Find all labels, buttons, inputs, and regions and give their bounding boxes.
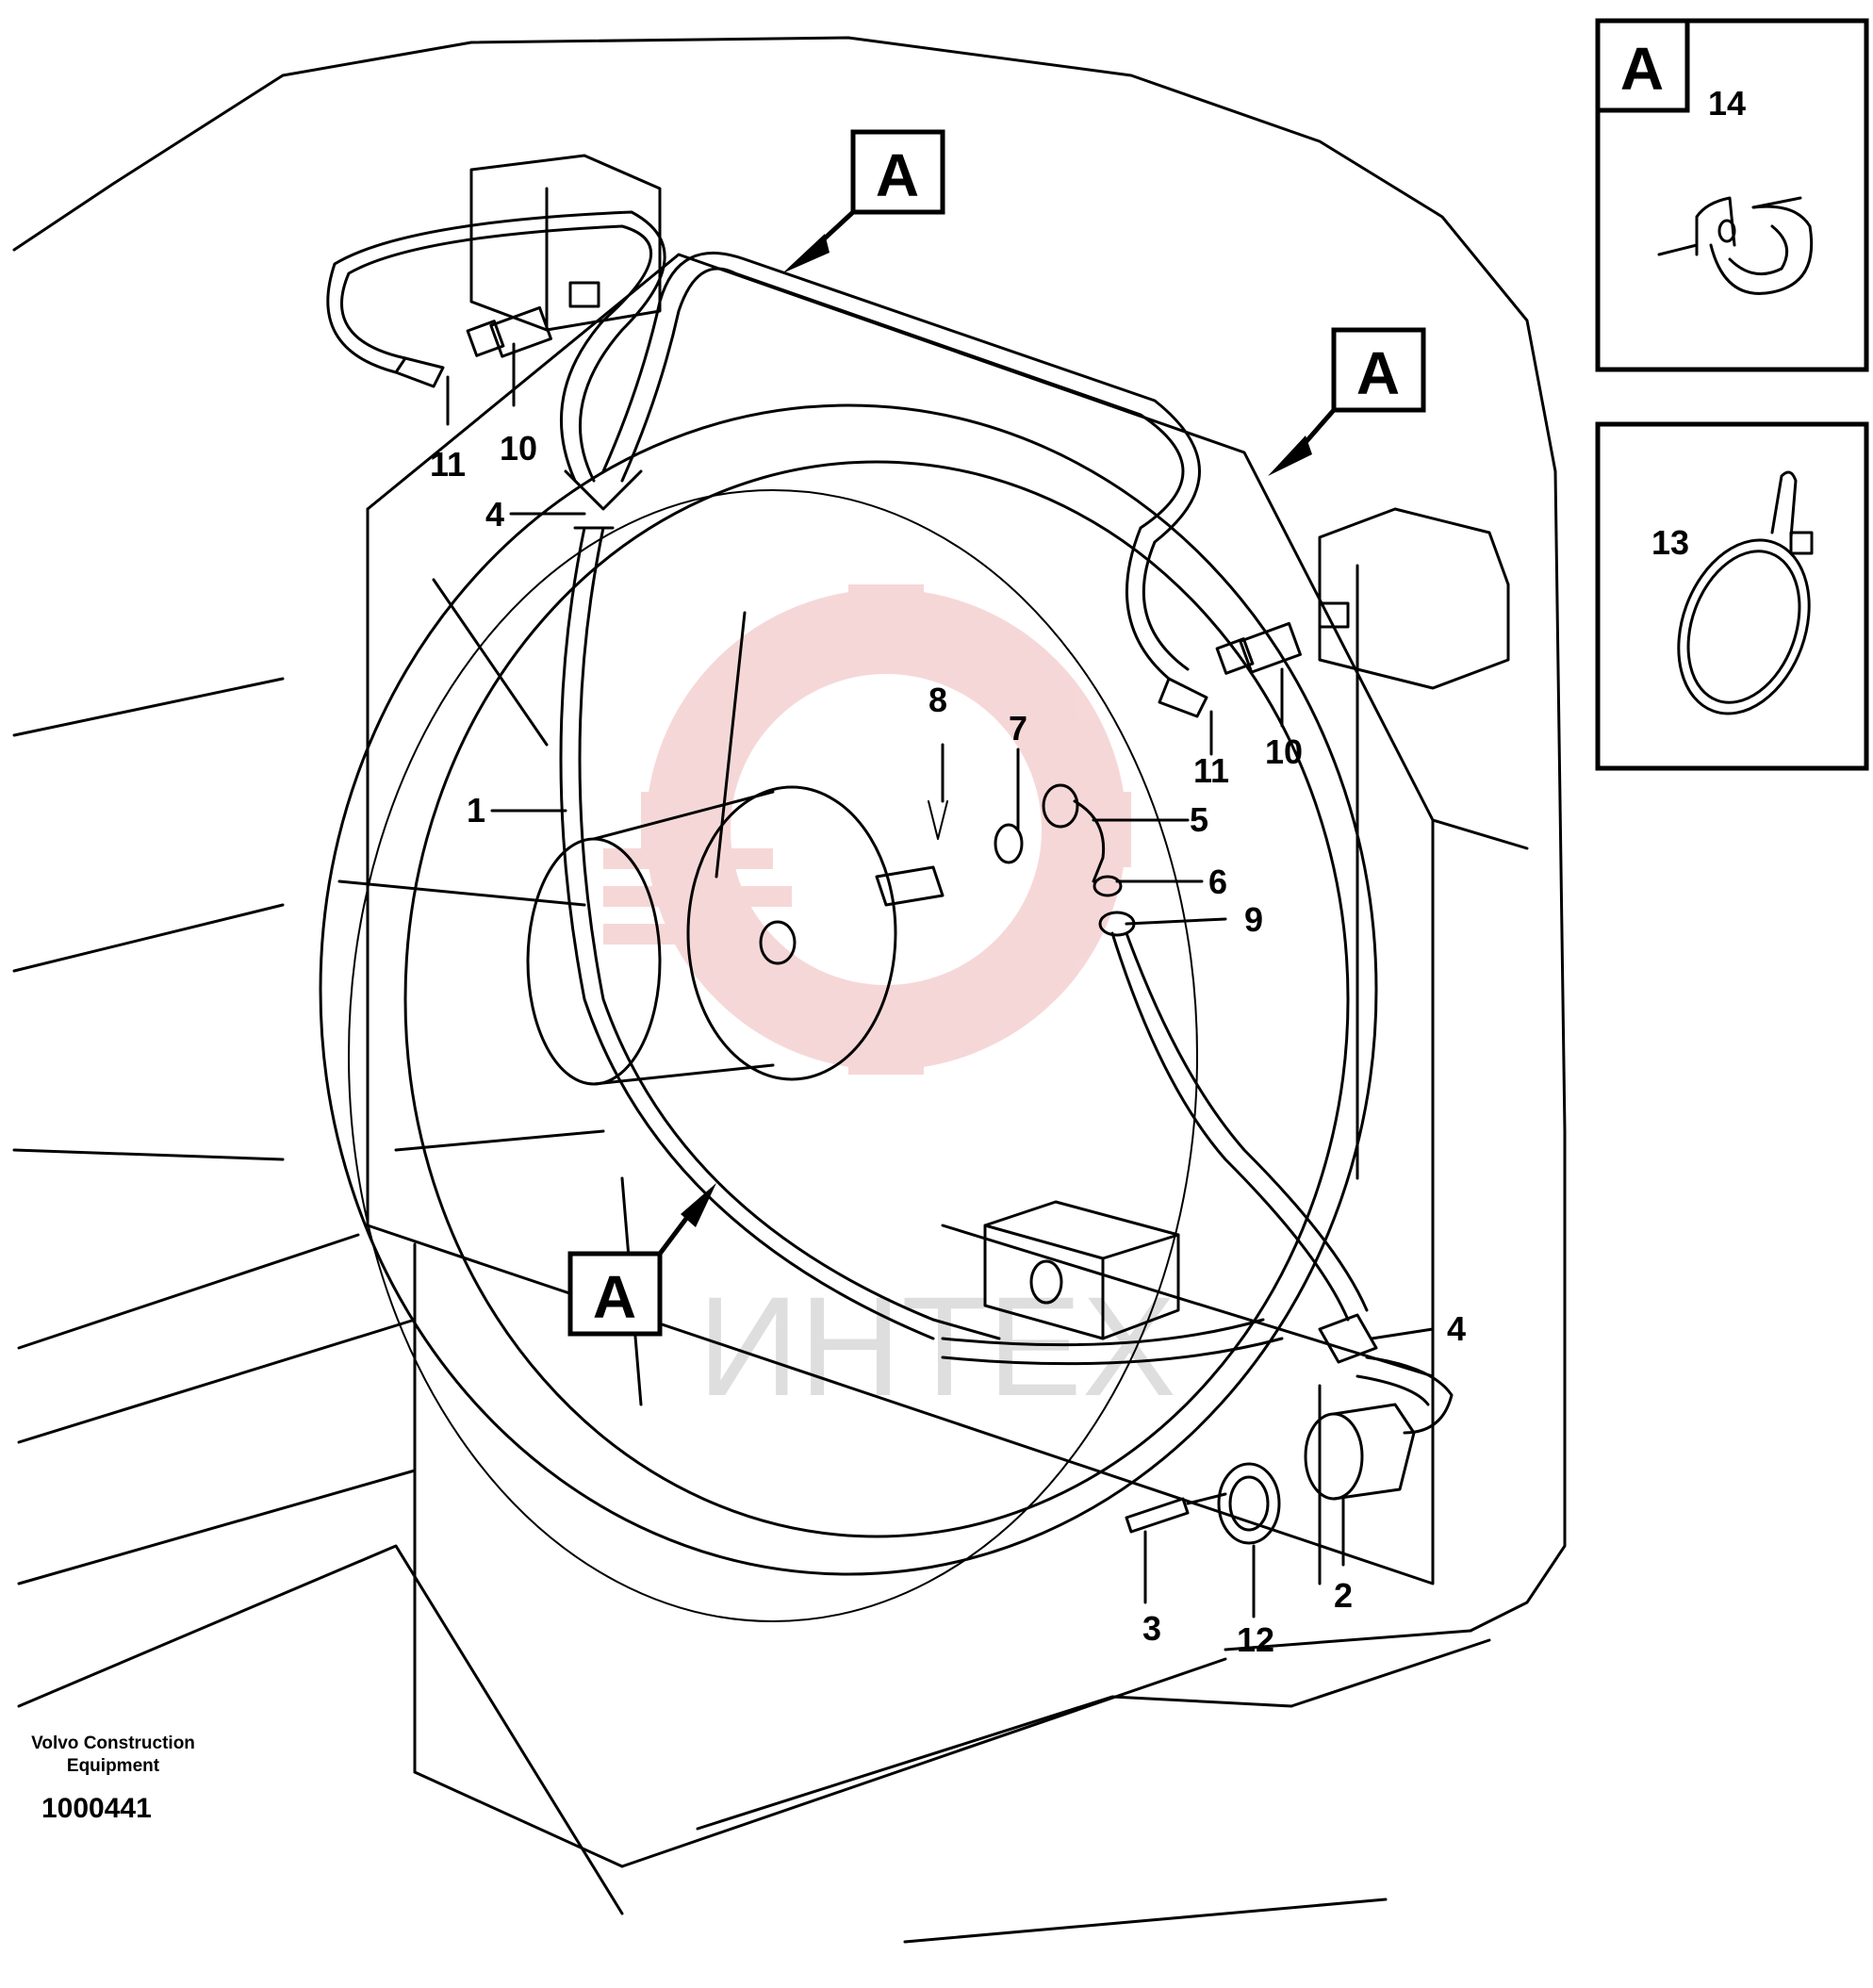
callout-11-left: 11: [430, 445, 466, 484]
hose-1: [559, 526, 1001, 1340]
callout-4-top: 4: [485, 495, 504, 534]
valve-assembly: [875, 783, 1369, 1322]
callout-13: 13: [1651, 523, 1689, 562]
svg-text:A: A: [1620, 35, 1664, 103]
callout-12: 12: [1237, 1620, 1274, 1659]
callout-10-right: 10: [1265, 732, 1303, 771]
connector-10-left: [466, 281, 600, 358]
callout-11-right: 11: [1193, 751, 1229, 790]
y-piece-top: [564, 469, 643, 530]
svg-text:A: A: [876, 141, 919, 209]
drawing-number: 1000441: [41, 1793, 152, 1824]
cable-tie-icon: [1677, 470, 1814, 715]
a-callout-bottom: A: [567, 1183, 716, 1337]
callout-2: 2: [1334, 1576, 1353, 1615]
callout-numbers: 1 2 3 4 4 5 6 7 8 9 10 10 11 11 12 13 14: [430, 84, 1746, 1659]
callout-5: 5: [1190, 800, 1208, 839]
callout-9: 9: [1244, 900, 1263, 939]
leader-lines: [446, 135, 1798, 1618]
connector-10-right: [1158, 601, 1350, 718]
callout-10-left: 10: [500, 429, 537, 468]
callout-3: 3: [1142, 1609, 1161, 1648]
fan-wheel: [319, 403, 1378, 1622]
callout-1: 1: [467, 791, 485, 830]
watermark-text: ИНТЕХ: [698, 1267, 1176, 1425]
callout-14: 14: [1708, 84, 1746, 123]
lamp-left: [469, 154, 662, 332]
clamp-icon: [1657, 196, 1814, 295]
control-box: [983, 1200, 1180, 1340]
fan-motor: [526, 785, 897, 1086]
lamp-right: [1318, 507, 1510, 690]
a-callout-top: A: [782, 129, 945, 273]
hose-upper-left: [326, 210, 1201, 681]
callout-4-bottom: 4: [1447, 1309, 1466, 1348]
detail-panel-clamp: A: [1595, 18, 1869, 372]
watermark-logo: [603, 584, 1131, 1075]
callout-8: 8: [928, 681, 947, 719]
svg-text:A: A: [593, 1263, 636, 1331]
hose-lower: [941, 1313, 1454, 1435]
plug-assembly: [1125, 1403, 1416, 1545]
a-callout-right: A: [1268, 327, 1426, 476]
detail-panel-tie: [1595, 421, 1869, 771]
callout-7: 7: [1009, 709, 1027, 748]
company-name: Volvo Construction Equipment: [31, 1733, 195, 1776]
svg-text:A: A: [1356, 339, 1400, 407]
callout-6: 6: [1208, 863, 1227, 901]
cab-outline: [12, 36, 1567, 1944]
